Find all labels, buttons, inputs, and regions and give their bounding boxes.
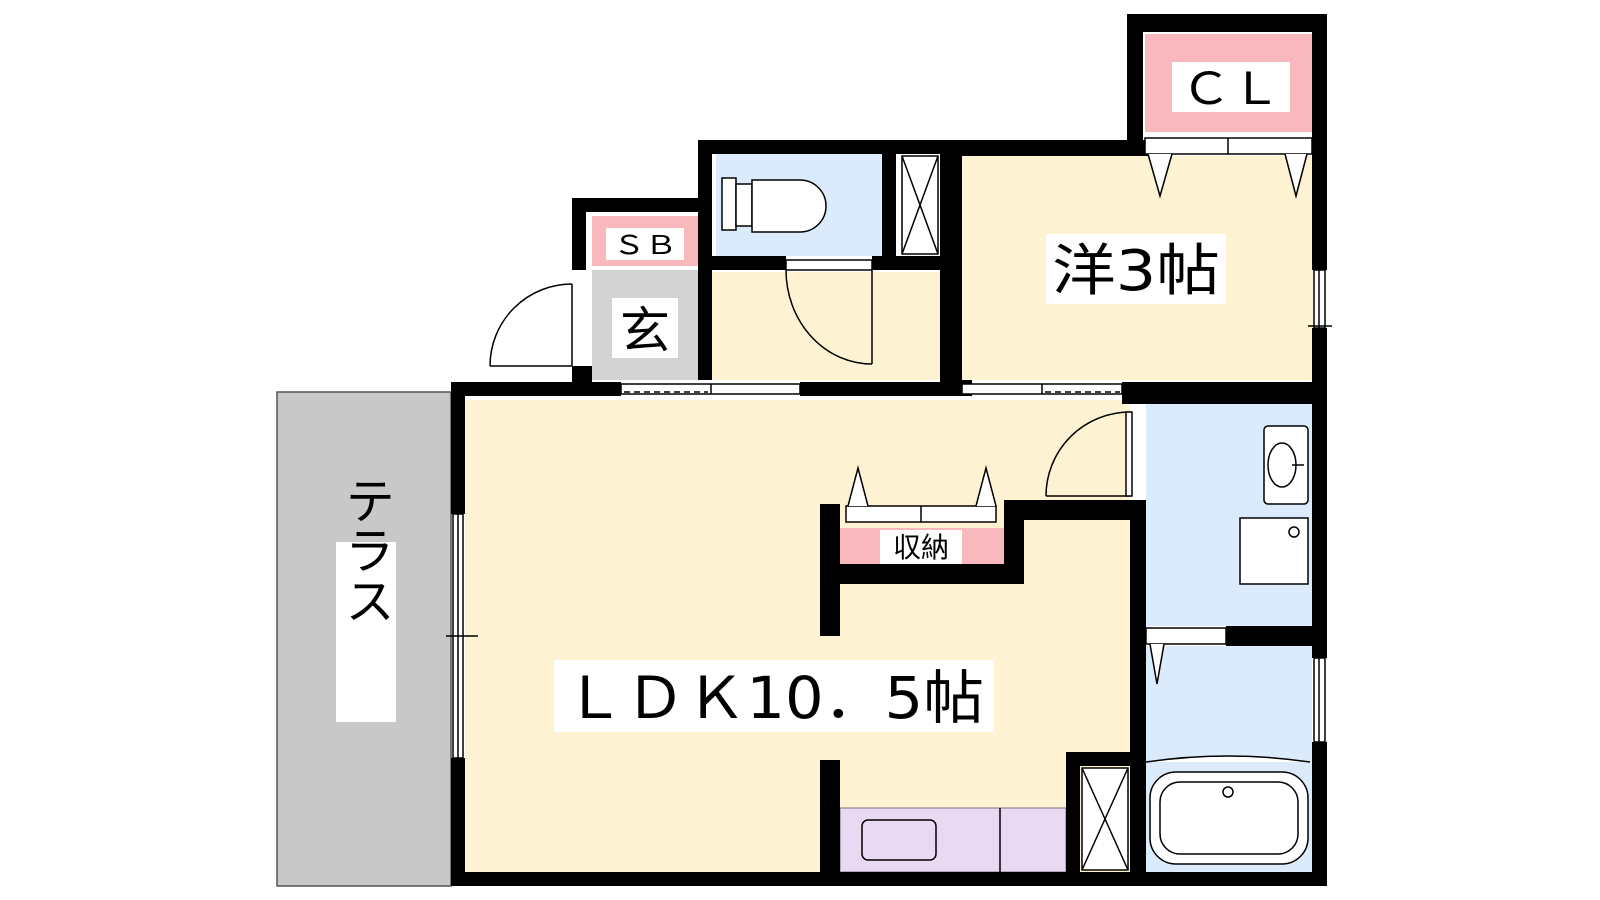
ldk-label-group: ＬＤＫ10．5帖 [554, 660, 994, 732]
pipe-shafts [901, 155, 1129, 871]
storage-label-group: 収納 [880, 530, 962, 564]
kitchen-counter [839, 807, 1067, 873]
western-room-label: 洋3帖 [1052, 239, 1220, 304]
ldk-floor [465, 400, 1130, 874]
shoe-box-label: ＳＢ [613, 231, 677, 261]
closet-label: ＣＬ [1181, 64, 1281, 115]
closet-label-group: ＣＬ [1172, 62, 1290, 115]
terrace-label-group: テラス [336, 475, 396, 722]
entrance-label: 玄 [620, 302, 670, 360]
shoe-box-label-group: ＳＢ [606, 228, 684, 261]
washbasin-fixture [1239, 425, 1309, 585]
swing-doors [489, 259, 1133, 497]
terrace-label: テラス [337, 475, 395, 625]
kitchen-sink [861, 808, 1001, 872]
sliding-doors [620, 383, 1123, 395]
hall-floor [706, 272, 946, 380]
entrance-label-group: 玄 [612, 298, 678, 360]
closet-doors [845, 137, 1313, 685]
walls [451, 14, 1327, 886]
bathtub-fixture [1145, 755, 1311, 865]
storage-label: 収納 [893, 531, 949, 564]
ldk-label: ＬＤＫ10．5帖 [564, 664, 984, 732]
western-room-label-group: 洋3帖 [1046, 234, 1226, 304]
windows [446, 269, 1332, 759]
toilet-fixture [721, 177, 827, 233]
